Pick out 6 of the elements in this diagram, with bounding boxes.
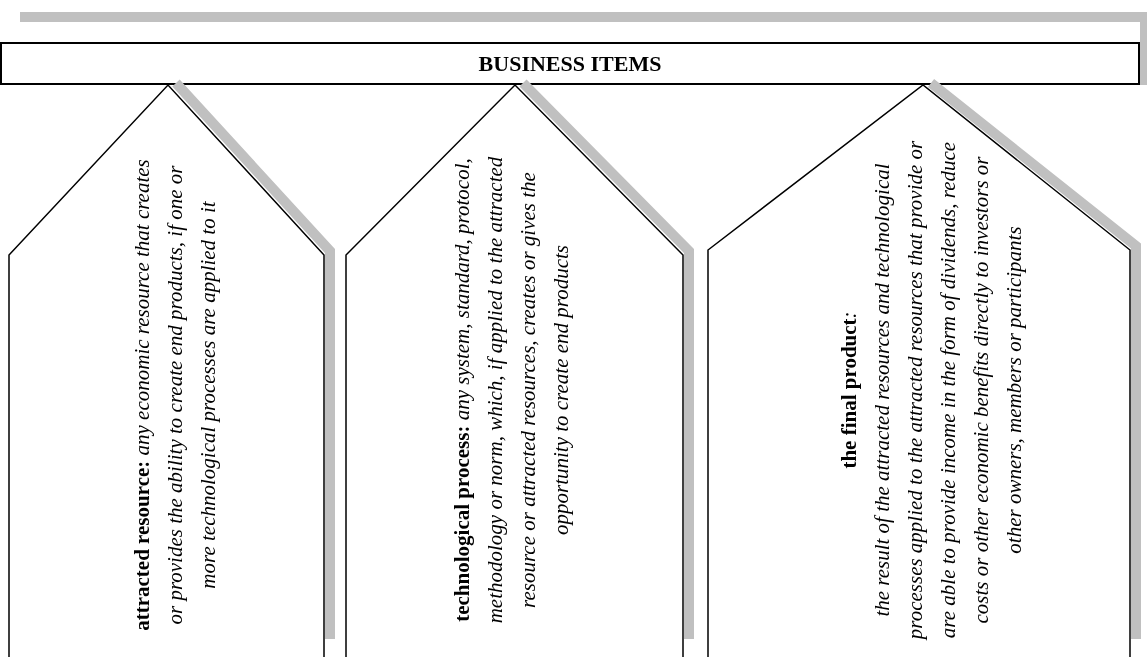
- banner-title: BUSINESS ITEMS: [478, 50, 662, 77]
- definition-text: attracted resource: any economic resource that creates or provides the ability to create end products, if one or more technological processes are applied to it: [128, 158, 221, 633]
- definition-heading: the final product:: [836, 311, 862, 469]
- definition-text: the result of the attracted resources and technological processes applied to the attracted resources that provide or are able to provide income in the form of dividends, reduce costs or other economic benefits directly to investors or other owners, members or participants: [869, 139, 1027, 643]
- definition-text: technological process: any system, standard, protocol, methodology or norm, which, if applied to the attracted resource or attracted resources, creates or gives the opportunity to create end products: [449, 155, 574, 626]
- title-banner: [0, 42, 1140, 85]
